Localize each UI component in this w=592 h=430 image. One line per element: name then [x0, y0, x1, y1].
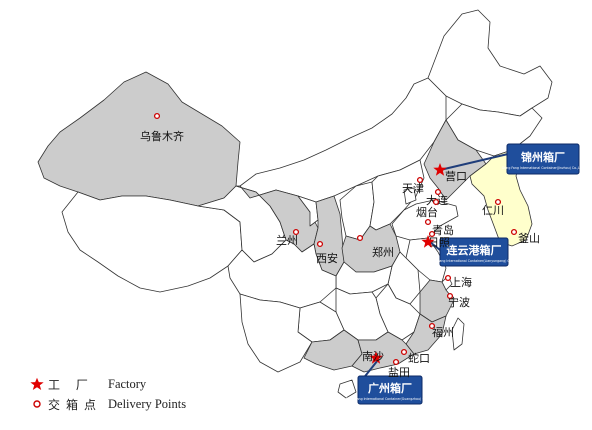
- callout-guangzhou-subtitle: Dong Fang International Container(Guangz…: [346, 397, 435, 401]
- city-label-rizhao: 日照: [428, 236, 450, 249]
- delivery-point-qingdao: [424, 218, 432, 226]
- callout-lianyungang-title: 连云港箱厂: [447, 243, 502, 257]
- city-label-xian: 西安: [316, 251, 338, 265]
- delivery-point-zhengzhou: [356, 234, 364, 242]
- callout-lianyungang-line: [429, 241, 441, 251]
- delivery-point-ningbo: [446, 292, 454, 300]
- city-label-lanzhou: 兰州: [276, 234, 298, 247]
- factory-star-yingkou: [433, 163, 447, 176]
- city-markers: 乌鲁木齐兰州西安郑州天津营口大连烟台青岛日照上海宁波福州南沙蛇口盐田仁川釜山: [140, 112, 540, 379]
- legend-point-cn: 交箱点: [48, 397, 103, 412]
- delivery-point-yantai: [432, 198, 440, 206]
- province-ningxia: [297, 195, 319, 227]
- callout-jinzhou-title: 锦州箱厂: [521, 150, 565, 164]
- province-yunnan: [239, 293, 313, 373]
- delivery-point-yantian: [392, 358, 400, 366]
- callout-guangzhou: 广州箱厂 Dong Fang International Container(G…: [346, 375, 435, 405]
- province-tianjin: [403, 187, 417, 205]
- delivery-point-lanzhou: [292, 228, 300, 236]
- delivery-point-busan: [510, 228, 518, 236]
- province-xinjiang: [37, 71, 241, 207]
- city-label-fuzhou: 福州: [432, 325, 454, 339]
- province-hebei: [369, 159, 425, 231]
- circle-icon: [26, 399, 48, 409]
- legend-factory: 工 厂 Factory: [26, 374, 186, 394]
- legend-point: 交箱点 Delivery Points: [26, 394, 186, 414]
- delivery-point-xian: [316, 240, 324, 248]
- delivery-point-shanghai: [444, 274, 452, 282]
- province-shandong: [391, 199, 459, 241]
- factory-star-lianyungang: [421, 235, 435, 248]
- city-label-nansha: 南沙: [362, 350, 384, 363]
- factory-star-nansha: [369, 351, 383, 364]
- province-heilongjiang: [427, 9, 553, 117]
- city-label-yantian: 盐田: [388, 366, 410, 379]
- callout-jinzhou-line: [439, 153, 509, 171]
- legend-point-en: Delivery Points: [108, 396, 187, 411]
- province-liaoning: [423, 119, 487, 201]
- province-tibet: [61, 191, 243, 293]
- province-hainan: [337, 379, 357, 399]
- callout-jinzhou-subtitle: Dong Fang International Container(Jinzho…: [502, 166, 584, 170]
- legend-factory-cn: 工 厂: [48, 377, 94, 392]
- city-label-ningbo: 宁波: [448, 295, 470, 309]
- city-label-incheon: 仁川: [482, 204, 504, 217]
- callout-jinzhou: 锦州箱厂 Dong Fang International Container(J…: [502, 143, 584, 175]
- city-label-urumqi: 乌鲁木齐: [140, 129, 184, 143]
- city-label-tianjin: 天津: [402, 182, 424, 195]
- city-label-qingdao: 青岛: [432, 223, 454, 237]
- city-label-yantai: 烟台: [416, 205, 438, 219]
- delivery-point-fuzhou: [428, 322, 436, 330]
- city-label-busan: 釜山: [518, 231, 540, 245]
- city-label-shanghai: 上海: [450, 275, 472, 289]
- callout-lianyungang: 连云港箱厂 Dong Fang International Container(…: [428, 237, 520, 267]
- delivery-point-tianjin: [416, 176, 424, 184]
- legend: 工 厂 Factory 交箱点 Delivery Points: [26, 374, 186, 414]
- legend-factory-en: Factory: [108, 376, 147, 391]
- star-icon: [26, 377, 48, 391]
- delivery-point-urumqi: [153, 112, 161, 120]
- delivery-point-dalian: [434, 188, 442, 196]
- province-taiwan: [451, 317, 465, 351]
- city-label-shekou: 蛇口: [408, 351, 430, 365]
- city-label-yingkou: 营口: [445, 169, 467, 183]
- delivery-point-rizhao: [428, 230, 436, 238]
- delivery-point-incheon: [494, 198, 502, 206]
- callout-guangzhou-title: 广州箱厂: [368, 381, 412, 395]
- callout-lianyungang-subtitle: Dong Fang International Container(Lianyu…: [428, 259, 519, 263]
- city-label-zhengzhou: 郑州: [372, 245, 394, 259]
- delivery-point-shekou: [400, 348, 408, 356]
